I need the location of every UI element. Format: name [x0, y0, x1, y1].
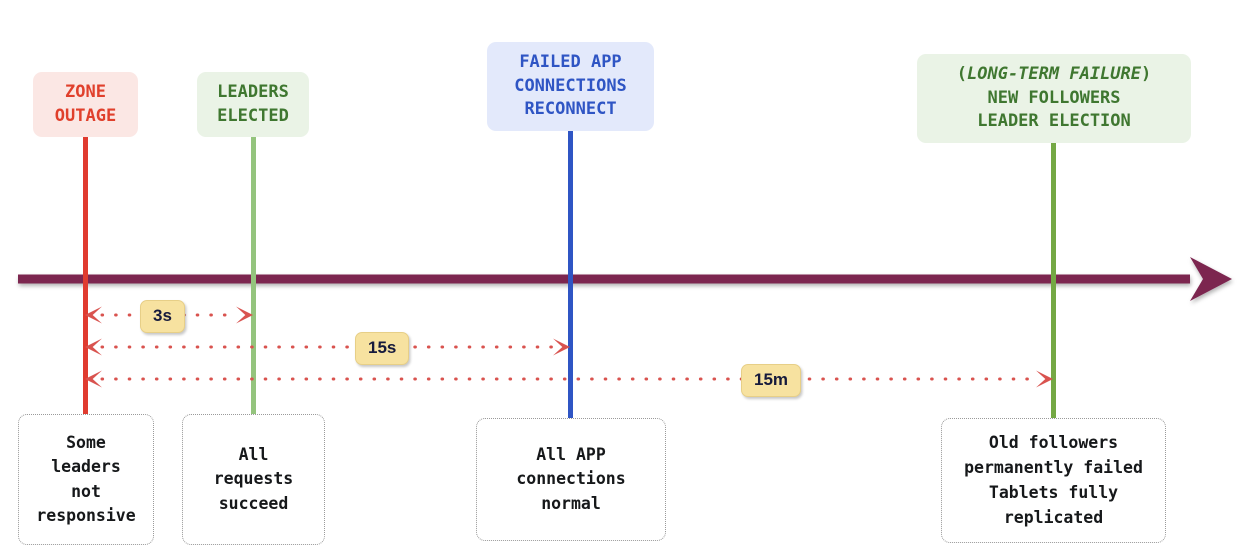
event-marker-line-long-term-failure-new-followers-leader-election: [1050, 128, 1056, 430]
event-label-line: OUTAGE: [54, 105, 117, 126]
event-detail-line: leaders: [51, 457, 121, 476]
event-marker-line-failed-app-connections-reconnect: [567, 128, 573, 430]
event-detail-line: responsive: [36, 506, 136, 525]
event-label-line: ELECTED: [217, 105, 289, 126]
event-label-line: RECONNECT: [524, 99, 617, 119]
event-marker-line-leaders-elected: [250, 128, 256, 430]
event-label-line: FAILED APP: [519, 52, 622, 72]
event-label-line: CONNECTIONS: [514, 75, 627, 96]
event-detail-failed-app-connections-reconnect: All APP connections normal: [476, 418, 666, 541]
event-label-line: LEADERS: [217, 82, 289, 102]
event-label-leaders-elected: LEADERS ELECTED: [197, 72, 309, 137]
event-detail-zone-outage: Some leaders not responsive: [18, 414, 154, 545]
duration-arrowhead-start: [85, 338, 102, 356]
event-detail-line: replicated: [1003, 507, 1104, 527]
event-detail-line: not: [71, 481, 101, 501]
event-detail-line: requests: [213, 469, 294, 489]
event-label-long-term-failure-new-followers-leader-election: (LONG-TERM FAILURE) NEW FOLLOWERS LEADER E…: [917, 54, 1191, 143]
event-label-line: LEADER ELECTION: [977, 111, 1131, 131]
event-detail-leaders-elected: All requests succeed: [182, 414, 325, 545]
timeline-axis-shaft: [18, 274, 1190, 284]
event-detail-line: Tablets fully: [988, 483, 1119, 502]
duration-arrowhead-start: [85, 370, 102, 388]
event-detail-line: connections: [516, 469, 626, 489]
event-detail-line: permanently failed: [964, 457, 1143, 477]
timeline-axis-arrowhead: [1190, 257, 1232, 301]
duration-badge-15m: 15m: [741, 364, 802, 397]
event-label-line: (LONG-TERM FAILURE): [956, 64, 1152, 84]
duration-badge-3s: 3s: [140, 300, 185, 333]
duration-arrow-duration-15s: [85, 338, 570, 356]
event-detail-line: All APP: [536, 444, 606, 464]
event-marker-line-zone-outage: [82, 128, 88, 430]
event-label-zone-outage: ZONE OUTAGE: [33, 72, 138, 137]
event-label-failed-app-connections-reconnect: FAILED APP CONNECTIONS RECONNECT: [487, 42, 654, 131]
event-detail-line: All: [238, 444, 269, 464]
event-detail-line: succeed: [218, 493, 289, 513]
event-label-line: NEW FOLLOWERS: [987, 87, 1121, 108]
event-detail-line: Old followers: [988, 433, 1119, 452]
duration-arrowhead-start: [85, 306, 102, 324]
event-detail-line: Some: [66, 432, 106, 452]
event-detail-line: normal: [541, 493, 601, 513]
event-label-line: ZONE: [65, 82, 106, 102]
duration-badge-15s: 15s: [355, 332, 410, 365]
